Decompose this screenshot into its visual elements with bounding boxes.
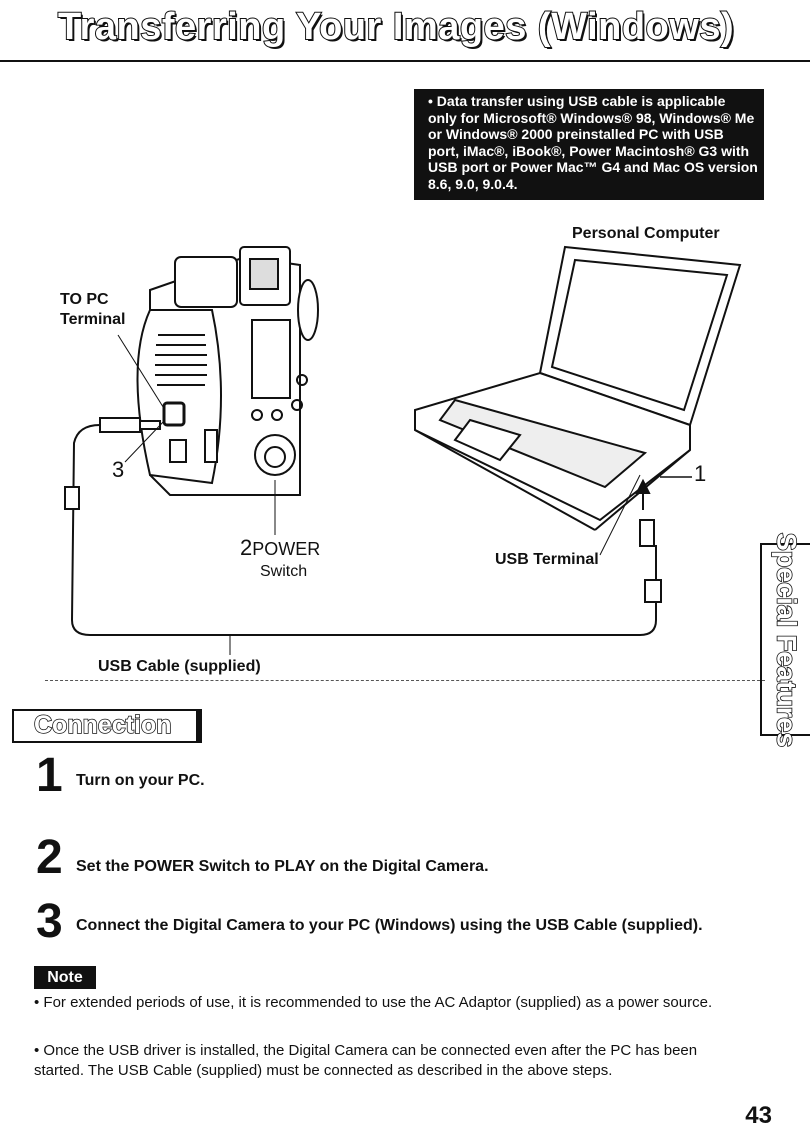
step-3-text: Connect the Digital Camera to your PC (W…	[76, 917, 703, 934]
section-divider	[45, 680, 765, 681]
note-item-2: • Once the USB driver is installed, the …	[34, 1042, 698, 1079]
label-usb-terminal: USB Terminal	[495, 551, 599, 568]
page-title: Transferring Your Images (Windows)	[57, 5, 735, 49]
callout-1: 1	[694, 461, 707, 486]
digital-camera-icon	[136, 246, 319, 496]
step-1-number: 1	[36, 749, 63, 802]
side-tab-label: Special Features	[771, 531, 803, 747]
side-tab: Special Features	[760, 531, 810, 748]
step-2-text: Set the POWER Switch to PLAY on the Digi…	[76, 858, 489, 875]
label-to-pc: TO PC	[60, 291, 109, 308]
label-usb-cable: USB Cable (supplied)	[98, 658, 261, 675]
label-power-switch: Switch	[260, 563, 308, 580]
step-3-number: 3	[36, 895, 63, 948]
page-number: 43	[745, 1102, 772, 1129]
section-heading: Connection	[33, 710, 172, 740]
diagram-illustration	[64, 245, 742, 655]
usb-cable-icon	[70, 424, 657, 636]
label-personal-computer: Personal Computer	[572, 225, 720, 242]
compatibility-notice: • Data transfer using USB cable is appli…	[414, 89, 764, 200]
connection-diagram: Personal Computer TO PC Terminal 3 1 2PO…	[0, 225, 810, 685]
power-word: POWER	[252, 539, 321, 559]
note-badge: Note	[34, 966, 96, 989]
step-2-number: 2	[36, 831, 63, 884]
title-rule	[0, 60, 810, 62]
laptop-icon	[414, 245, 742, 531]
label-to-pc-terminal: Terminal	[60, 311, 126, 328]
callout-3: 3	[112, 457, 125, 482]
power-step-number: 2	[240, 535, 253, 560]
step-1-text: Turn on your PC.	[76, 772, 205, 789]
note-item-1: • For extended periods of use, it is rec…	[34, 994, 713, 1011]
section-heading-box: Connection	[12, 709, 202, 743]
label-power: 2POWER	[240, 535, 320, 561]
